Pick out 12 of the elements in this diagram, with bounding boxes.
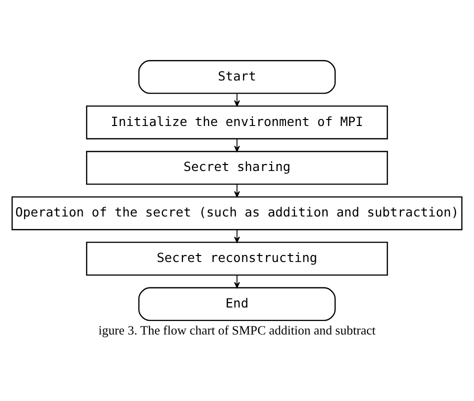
arrow bbox=[234, 92, 240, 106]
arrow bbox=[234, 228, 240, 242]
caption: igure 3. The flow chart of SMPC addition and subtract bbox=[98, 322, 376, 337]
node-box: Start bbox=[138, 60, 336, 94]
node-box: Operation of the secret (such as addition and subtraction) bbox=[12, 196, 462, 230]
arrow bbox=[234, 183, 240, 197]
node-box: Secret reconstructing bbox=[86, 241, 388, 276]
arrow bbox=[234, 138, 240, 152]
node-box: End bbox=[138, 286, 336, 321]
arrow bbox=[234, 274, 240, 288]
node-box: Secret sharing bbox=[86, 150, 388, 184]
node-box: Initialize the environment of MPI bbox=[86, 104, 388, 139]
